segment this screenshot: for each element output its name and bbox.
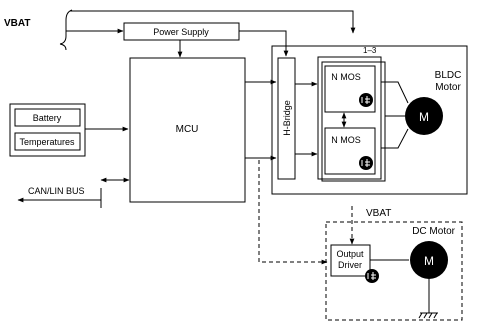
mcu-to-output-driver-dashed-arrow: [258, 160, 328, 265]
vbat-bracket: [59, 9, 73, 45]
nmos-top-label: N MOS: [331, 72, 361, 82]
transistor-icon: [365, 269, 379, 283]
bldc-label-line1: BLDC: [435, 70, 462, 81]
dc-motor-symbol: M: [424, 254, 434, 268]
bldc-motor-symbol: M: [419, 110, 429, 124]
vbat-top-label: VBAT: [4, 18, 30, 29]
transistor-icon-glyph: [367, 272, 376, 280]
nmos-bottom-label: N MOS: [331, 135, 361, 145]
vbat-dc-label: VBAT: [366, 208, 391, 219]
power-supply-to-hbridge-arrow: [239, 30, 289, 57]
nmos-top-box: [324, 65, 376, 113]
mcu-box: [129, 57, 246, 203]
nmos-bottom-box: [324, 127, 376, 175]
can-lin-bus-label: CAN/LIN BUS: [28, 186, 85, 196]
mos-panel: [317, 56, 382, 180]
dc-motor-group-box: [325, 221, 463, 321]
battery-label: Battery: [33, 113, 62, 123]
h-bridge-label: H-Bridge: [282, 100, 292, 136]
bldc-winding-1: [381, 81, 409, 104]
temperatures-label: Temperatures: [19, 137, 75, 147]
transistor-icon: [359, 93, 373, 107]
bldc-label-line2: Motor: [435, 82, 461, 93]
sensor-group-box: [9, 103, 86, 157]
dc-motor-label: DC Motor: [412, 226, 455, 237]
transistor-icon-glyph: [361, 96, 370, 104]
output-driver-label-line2: Driver: [338, 260, 362, 270]
range-label: 1–3: [363, 46, 377, 55]
bldc-winding-3: [381, 128, 409, 149]
temperatures-box: [14, 132, 81, 151]
dc-motor-icon: [410, 241, 448, 279]
bldc-motor-icon: [405, 97, 443, 135]
bldc-group-box: [271, 45, 468, 195]
ground-icon: [418, 312, 438, 319]
vbat-bracket-lower: [59, 43, 67, 51]
mos-panel-back: [321, 61, 386, 182]
battery-box: [14, 108, 81, 127]
mcu-label: MCU: [176, 124, 199, 135]
transistor-icon-glyph: [361, 159, 370, 167]
transistor-icon: [359, 156, 373, 170]
h-bridge-box: [277, 57, 296, 180]
power-supply-label: Power Supply: [153, 27, 209, 37]
output-driver-label-line1: Output: [336, 249, 364, 259]
vbat-to-bridge-arrow: [70, 10, 356, 34]
